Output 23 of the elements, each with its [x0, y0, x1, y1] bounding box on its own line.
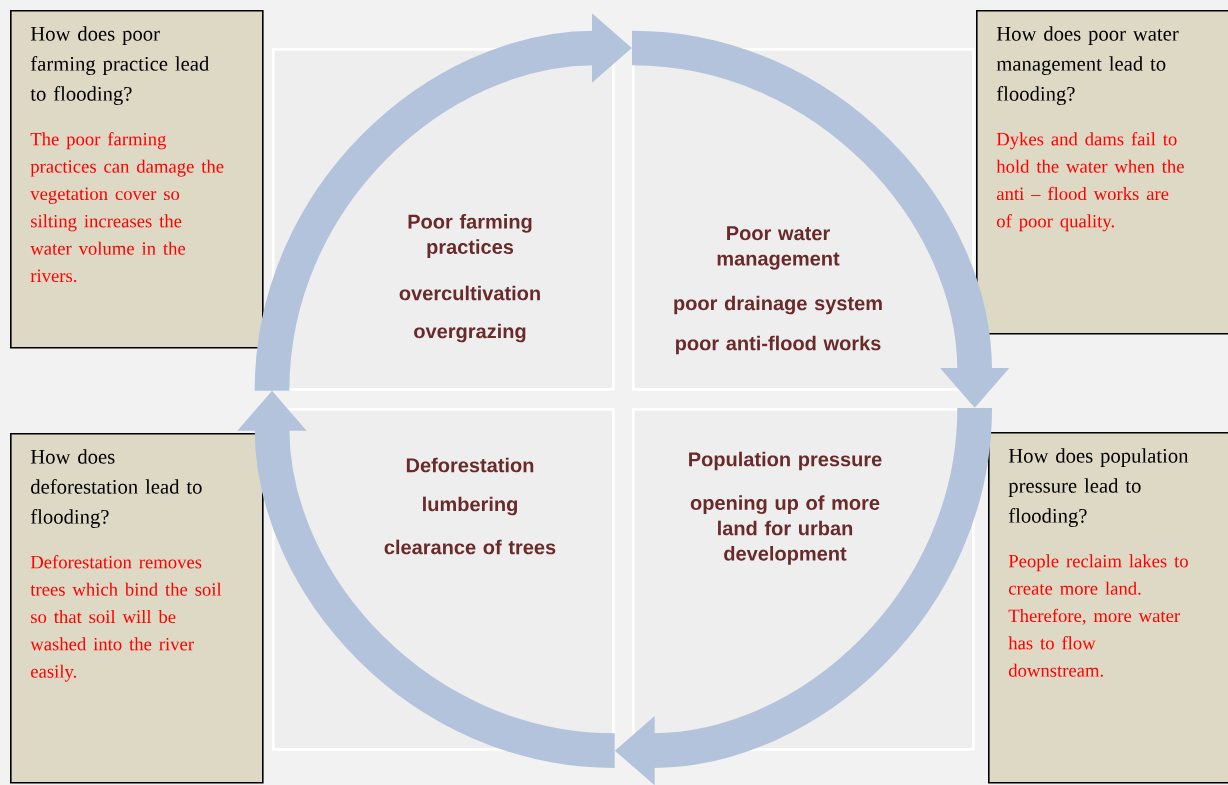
question-text: How does deforestation lead to flooding? — [30, 449, 202, 529]
heading-text: Poor farming practices — [408, 214, 532, 258]
answer-text: People reclaim lakes to create more land. Therefore, more water has to flow downstream. — [1008, 554, 1188, 677]
heading-text: Poor water management — [717, 226, 840, 270]
item-text: poor drainage system — [674, 295, 882, 315]
item-text: overcultivation — [399, 285, 540, 301]
answer-text: Deforestation removes trees which bind the soil so that soil will be washed into the river easily. — [30, 555, 222, 682]
question-text: How does population pressure lead to flooding? — [1008, 448, 1189, 528]
question-text: How does poor water management lead to flooding? — [996, 26, 1179, 106]
question-box — [976, 10, 1228, 335]
question-box — [10, 433, 264, 784]
question-box — [988, 432, 1228, 784]
heading-text: Population pressure — [689, 451, 882, 471]
item-text: overgrazing — [414, 323, 526, 343]
item-text: opening up of more land for urban development — [690, 495, 880, 565]
item-text: lumbering — [423, 496, 517, 516]
heading-text: Deforestation — [406, 457, 534, 473]
answer-text: Dykes and dams fail to hold the water when the anti – flood works are of poor quality. — [996, 132, 1184, 232]
item-text: poor anti-flood works — [676, 335, 881, 355]
question-text: How does poor farming practice lead to flooding? — [30, 26, 210, 106]
item-text: clearance of trees — [384, 539, 556, 555]
answer-text: The poor farming practices can damage the vegetation cover so silting increases the water volume in the rivers. — [30, 132, 224, 283]
question-box — [10, 10, 264, 349]
